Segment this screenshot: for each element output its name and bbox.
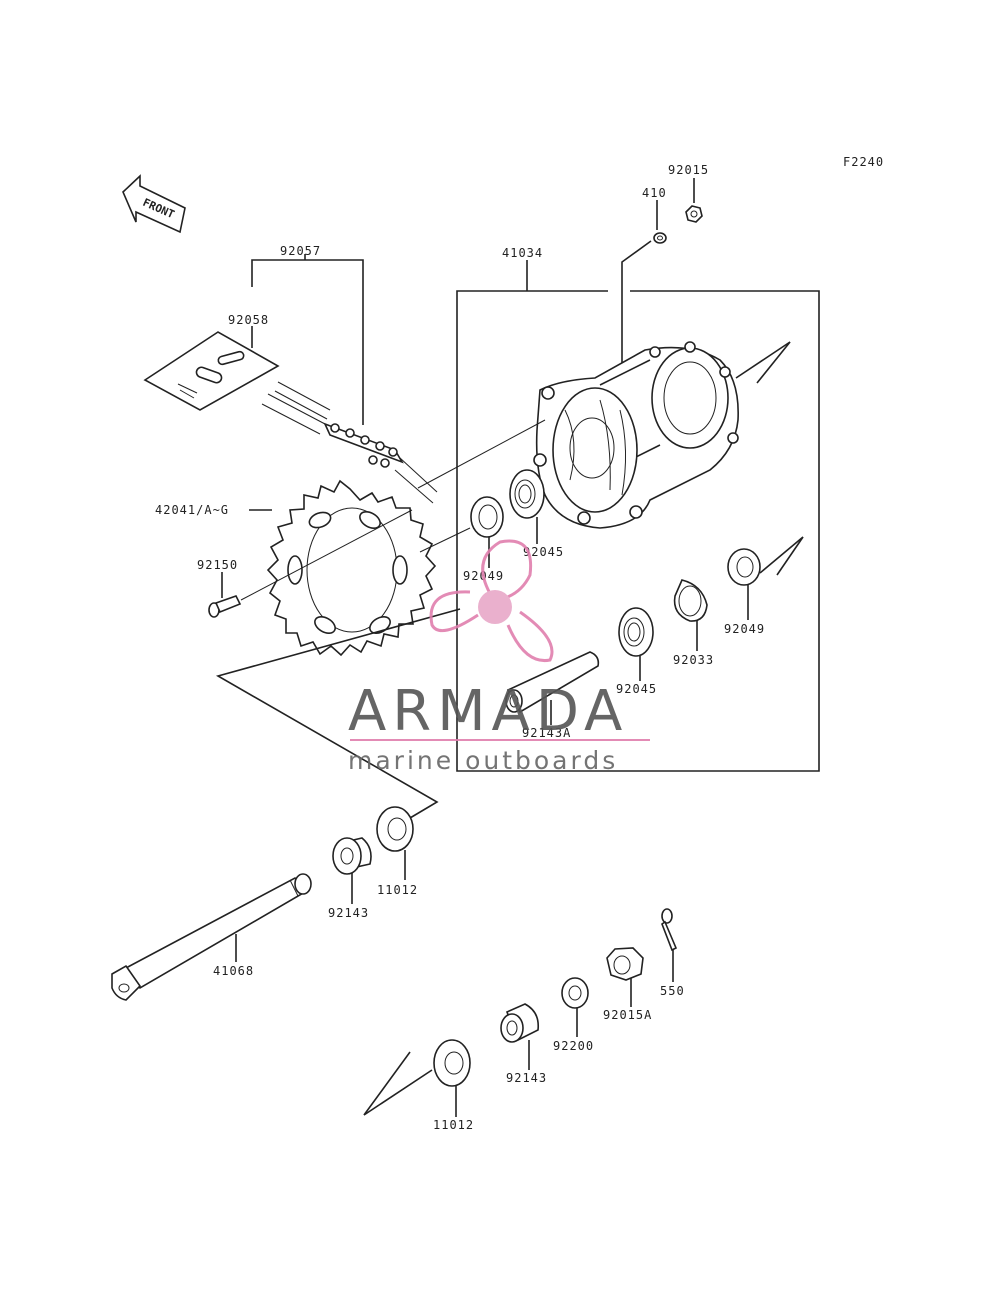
figure-code: F2240 xyxy=(843,155,884,169)
label-92143-lower: 92143 xyxy=(506,1071,547,1085)
label-92015: 92015 xyxy=(668,163,709,177)
master-link-92058 xyxy=(143,326,280,411)
label-92058: 92058 xyxy=(228,313,269,327)
label-550: 550 xyxy=(660,984,685,998)
label-92057: 92057 xyxy=(280,244,321,258)
sleeve-92143-lower xyxy=(500,1003,540,1070)
cotter-pin-550 xyxy=(661,908,678,982)
drive-chain-92057 xyxy=(251,254,438,504)
circlip-92033 xyxy=(673,579,708,651)
label-42041: 42041/A~G xyxy=(155,503,229,517)
label-92045-right: 92045 xyxy=(616,682,657,696)
label-92150: 92150 xyxy=(197,558,238,572)
washer-92200 xyxy=(561,977,589,1037)
castle-nut-92015A xyxy=(606,947,644,1007)
washer-410 xyxy=(653,232,667,244)
collar-11012-upper xyxy=(376,806,414,880)
oil-seal-92049-right xyxy=(727,548,761,620)
label-92045-left: 92045 xyxy=(523,545,564,559)
watermark: ARMADA marine outboards xyxy=(348,539,650,775)
bearing-92045-right xyxy=(618,607,654,681)
nut-92015 xyxy=(685,205,703,223)
label-11012-upper: 11012 xyxy=(377,883,418,897)
label-410: 410 xyxy=(642,186,667,200)
collar-11012-lower xyxy=(433,1039,471,1117)
label-11012-lower: 11012 xyxy=(433,1118,474,1132)
label-92033: 92033 xyxy=(673,653,714,667)
watermark-brand: ARMADA xyxy=(348,679,628,744)
bearing-92045-left xyxy=(509,469,545,544)
front-direction-arrow-icon: FRONT xyxy=(122,174,186,234)
watermark-tagline: marine outboards xyxy=(348,746,618,775)
rear-hub xyxy=(533,341,739,529)
oil-seal-92049-left xyxy=(470,496,504,568)
rear-sprocket-42041 xyxy=(249,479,437,657)
rear-axle-41068 xyxy=(111,873,312,1001)
label-92143-upper: 92143 xyxy=(328,906,369,920)
sprocket-bolt-92150 xyxy=(208,509,413,618)
label-92015A: 92015A xyxy=(603,1008,652,1022)
propeller-logo-icon xyxy=(429,539,554,663)
spacer-92143A xyxy=(505,651,600,725)
label-92049-right: 92049 xyxy=(724,622,765,636)
label-92143A: 92143A xyxy=(522,726,571,740)
label-41034: 41034 xyxy=(502,246,543,260)
label-92200: 92200 xyxy=(553,1039,594,1053)
hub-assembly-box xyxy=(456,260,820,772)
label-41068: 41068 xyxy=(213,964,254,978)
sleeve-92143-upper xyxy=(332,837,372,904)
